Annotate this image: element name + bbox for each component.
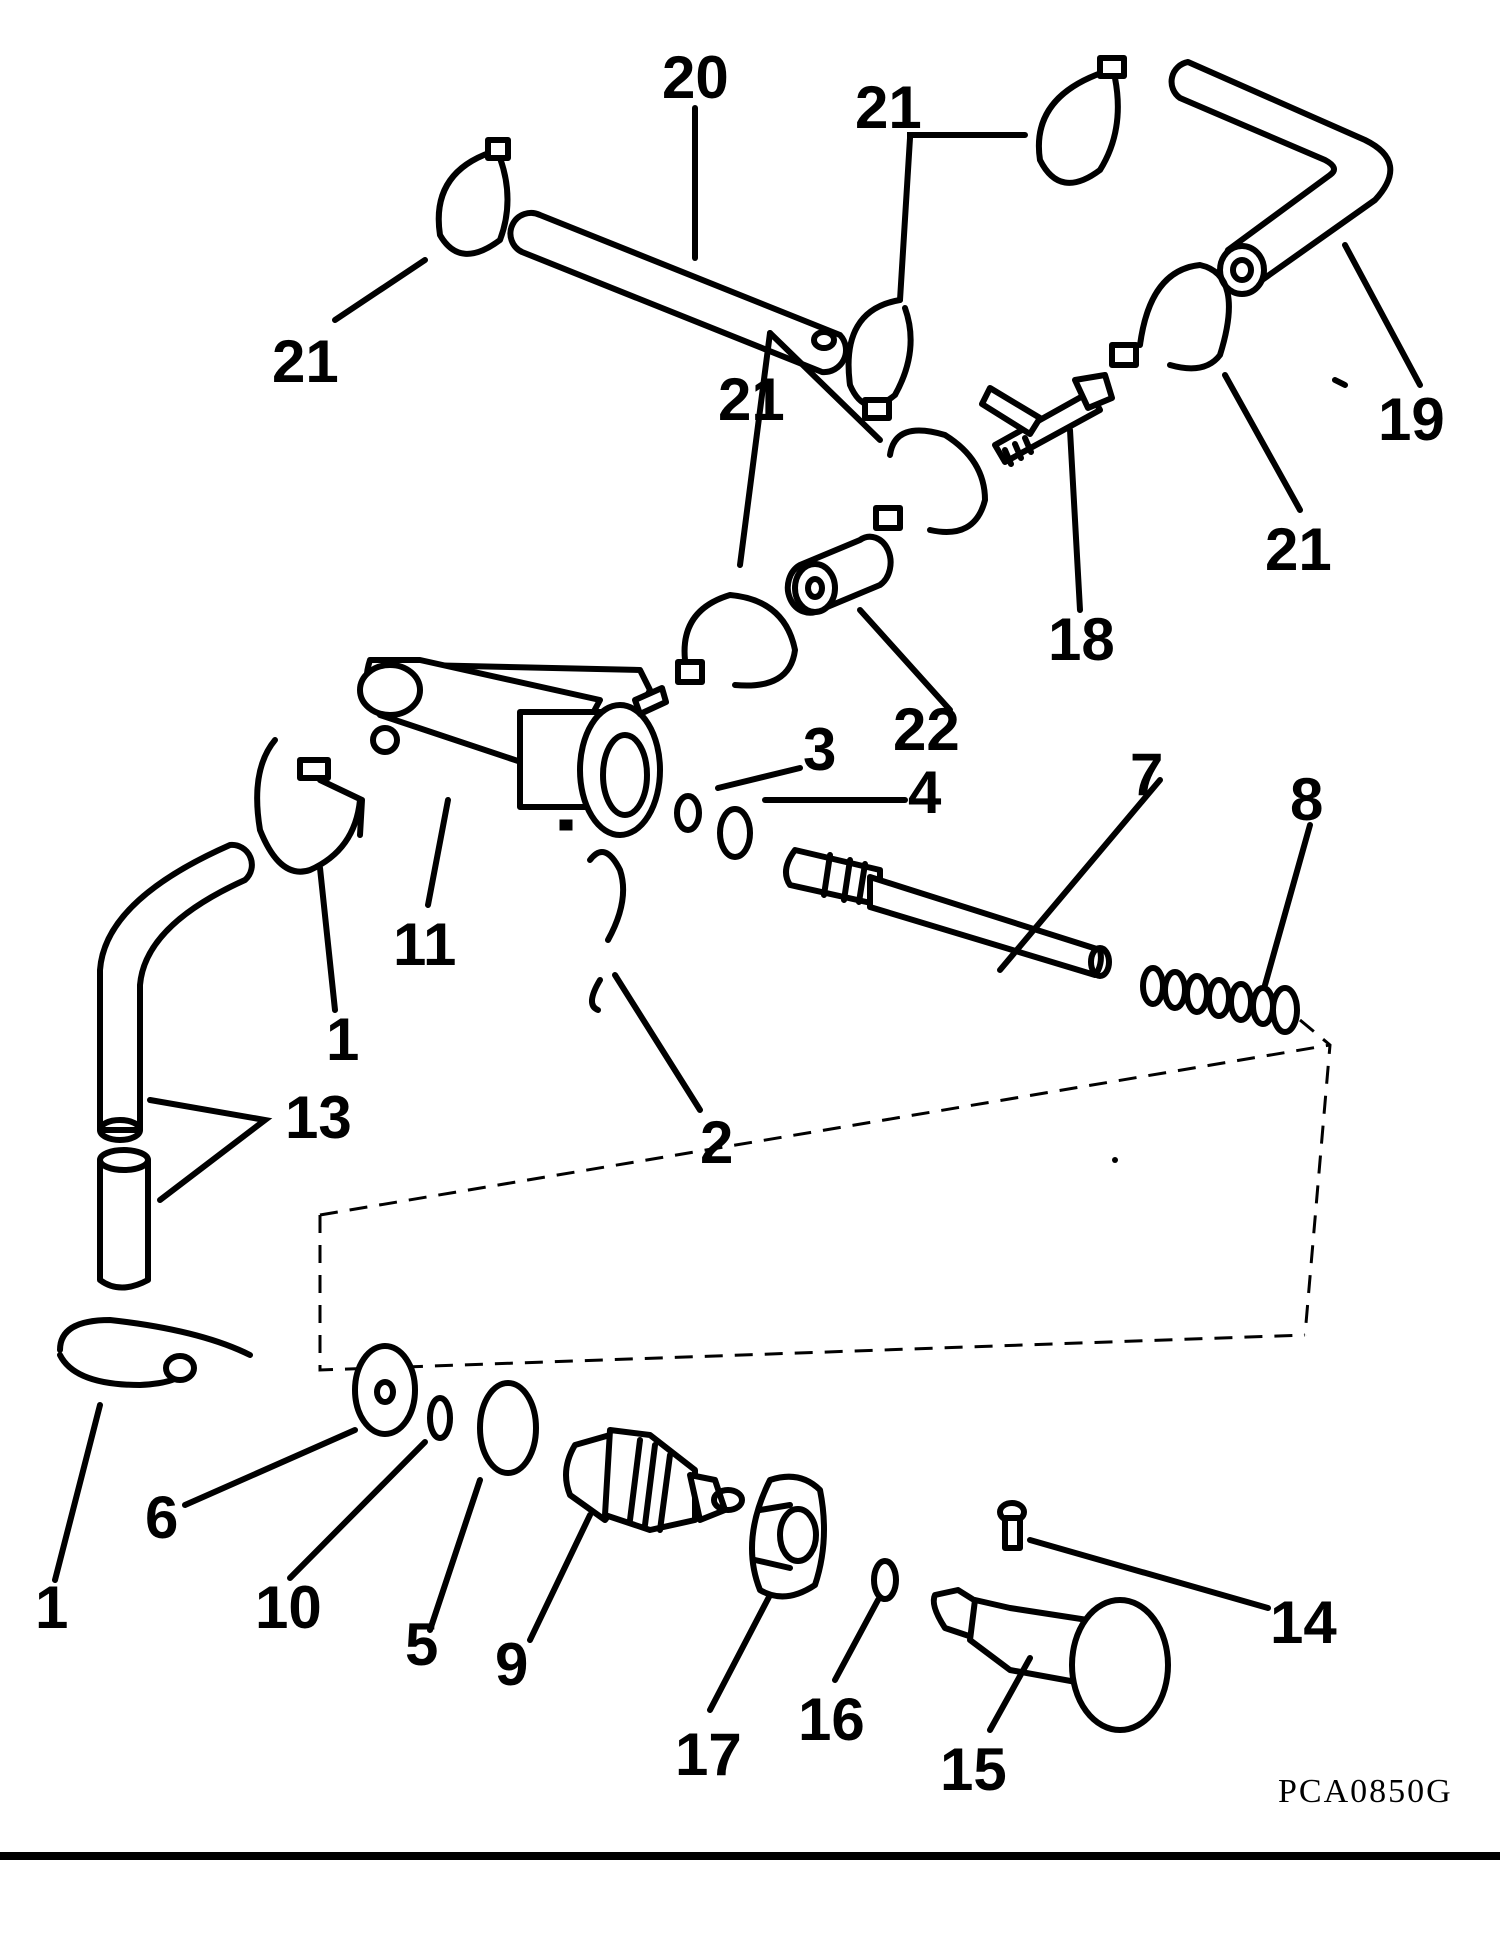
part-21-clamp-right (1109, 262, 1232, 372)
part-10-o-ring (427, 1395, 453, 1441)
part-16-o-ring (871, 1558, 899, 1602)
callout-19: 19 (1378, 386, 1445, 453)
part-17-nut (749, 1473, 827, 1600)
callout-22: 22 (893, 696, 960, 763)
assembly-line-base (318, 1043, 1331, 1372)
part-21-clamp-center (873, 427, 988, 535)
callout-15: 15 (940, 1736, 1007, 1803)
callout-4: 4 (908, 759, 942, 826)
part-21-clamp-lower (675, 592, 798, 689)
callout-14: 14 (1270, 1589, 1337, 1656)
part-1-clamp-upper (254, 737, 365, 875)
part-11-valve-body (357, 657, 669, 838)
callout-13: 13 (285, 1084, 352, 1151)
callout-3: 3 (803, 716, 836, 783)
callout-17: 17 (675, 1721, 742, 1788)
part-2-retaining-ring (587, 849, 627, 1013)
callout-21: 21 (1265, 516, 1332, 583)
callout-18: 18 (1048, 606, 1115, 673)
callout-16: 16 (798, 1686, 865, 1753)
callout-7: 7 (1130, 741, 1163, 808)
callout-8: 8 (1290, 766, 1323, 833)
part-14-screw (997, 1500, 1027, 1551)
part-21-clamp-top-left (435, 137, 511, 257)
part-18-y-connector (979, 372, 1115, 467)
callout-9: 9 (495, 1631, 528, 1698)
callout-20: 20 (662, 44, 729, 111)
callout-21: 21 (272, 328, 339, 395)
part-3-o-ring (674, 793, 702, 833)
callout-6: 6 (145, 1484, 178, 1551)
part-5-o-ring (477, 1380, 539, 1476)
part-21-clamp-top-right (1035, 55, 1127, 186)
part-1-clamp-lower (57, 1317, 253, 1388)
part-22-sleeve (784, 533, 894, 616)
figure-code: PCA0850G (1278, 1773, 1453, 1810)
bottom-rule (0, 1852, 1500, 1860)
leader-lines (52, 105, 1423, 1733)
callout-labels: 20 21 21 21 21 19 18 22 3 4 7 8 11 1 13 … (35, 44, 1445, 1803)
part-15-knob (930, 1587, 1171, 1733)
assembly-line-spring (1299, 1018, 1332, 1336)
part-6-washer (352, 1343, 418, 1437)
part-13-hose (97, 841, 255, 1291)
callout-21: 21 (855, 74, 922, 141)
callout-1: 1 (326, 1006, 359, 1073)
part-9-fitting (563, 1427, 745, 1533)
part-4-o-ring (717, 806, 753, 860)
part-7-plunger (783, 847, 1112, 979)
callout-10: 10 (255, 1574, 322, 1641)
part-21-clamp-middle (845, 297, 914, 421)
part-20-hose (507, 209, 849, 376)
part-8-spring (1140, 965, 1300, 1035)
callout-2: 2 (700, 1109, 733, 1176)
callout-11: 11 (393, 911, 456, 978)
callout-1: 1 (35, 1574, 68, 1641)
callout-21: 21 (718, 366, 785, 433)
callout-5: 5 (405, 1611, 438, 1678)
part-19-bent-hose (1168, 59, 1394, 297)
speck (1112, 1157, 1118, 1163)
